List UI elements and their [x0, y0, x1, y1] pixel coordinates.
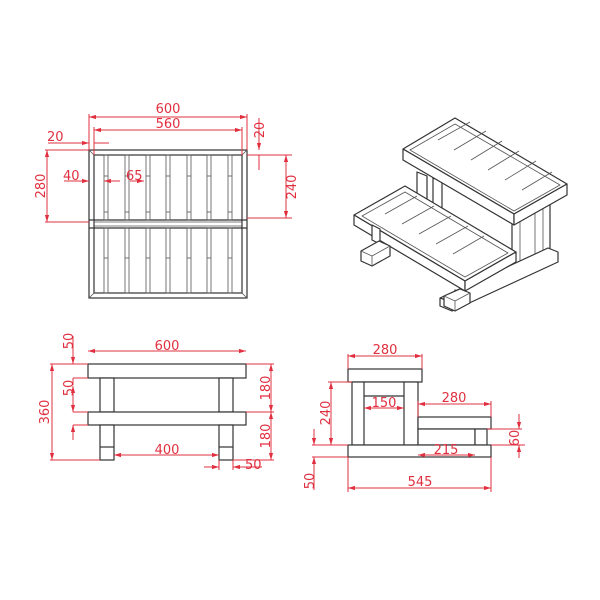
side-top-280: 280	[373, 343, 398, 358]
front-leg-span-400: 400	[155, 443, 180, 458]
front-height-360: 360	[38, 400, 53, 425]
top-slat-40: 40	[63, 169, 80, 184]
side-inner-150: 150	[372, 396, 397, 411]
side-leg-240: 240	[319, 401, 334, 426]
front-top-board-50: 50	[62, 333, 77, 350]
front-width-600: 600	[155, 339, 180, 354]
side-lower-280: 280	[442, 391, 467, 406]
front-lower-180: 180	[259, 424, 274, 449]
side-base-50: 50	[303, 473, 318, 490]
slats-lower	[103, 227, 233, 294]
top-view: 600 560 20 20 280 40 65 240	[34, 102, 300, 299]
top-frame-20-left: 20	[47, 130, 64, 145]
slats-upper	[103, 154, 233, 221]
side-view: 280 240 150 280 60 215 50 545	[303, 343, 525, 492]
top-inner-240: 240	[285, 175, 300, 200]
top-inner-560: 560	[156, 117, 181, 132]
side-lower-60: 60	[508, 430, 523, 447]
top-frame-20-right: 20	[253, 122, 268, 139]
front-leg-width-50: 50	[245, 458, 262, 473]
top-slat-65: 65	[126, 169, 143, 184]
front-upper-180: 180	[259, 376, 274, 401]
top-depth-280: 280	[34, 174, 49, 199]
side-overall-545: 545	[408, 475, 433, 490]
front-view: 600 50 50 360 180 180 400 50	[38, 333, 274, 473]
side-lower-inner-215: 215	[434, 443, 459, 458]
top-width-600: 600	[156, 102, 181, 117]
front-lower-board-50: 50	[62, 380, 77, 397]
isometric-view	[353, 117, 568, 312]
